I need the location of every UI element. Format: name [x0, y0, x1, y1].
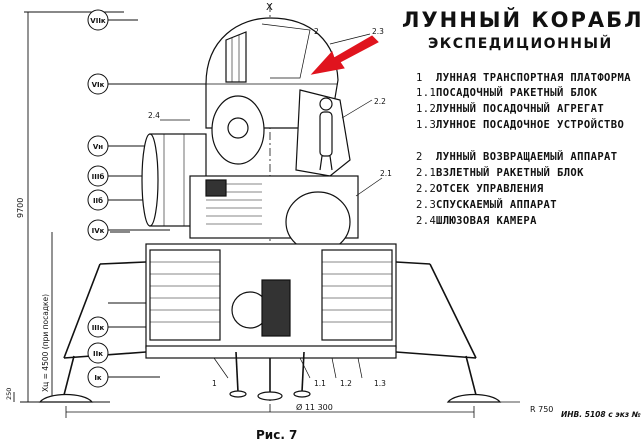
callout-leaders: [160, 33, 383, 379]
landing-pads: [38, 390, 502, 403]
inventory-number: ИНВ. 5108 с экз №: [561, 410, 641, 419]
callout-1-1: 1.1: [314, 379, 326, 388]
drawing-subtitle: ЭКСПЕДИЦИОННЫЙ: [428, 36, 613, 52]
callout-1: 1: [212, 379, 217, 388]
legend-item: 2.3СПУСКАЕМЫЙ АППАРАТ: [416, 199, 557, 211]
height-landing-label: Хц = 4500 (при посадке): [41, 294, 50, 392]
axis-label: X: [266, 2, 273, 13]
callout-1-2: 1.2: [340, 379, 352, 388]
section-marker: VIк: [92, 81, 105, 89]
callout-2-2: 2.2: [374, 97, 386, 106]
callout-2-1: 2.1: [380, 169, 392, 178]
legend-item: 1.1ПОСАДОЧНЫЙ РАКЕТНЫЙ БЛОК: [416, 87, 598, 99]
section-marker: Vн: [93, 143, 103, 151]
legend-item: 2.1ВЗЛЕТНЫЙ РАКЕТНЫЙ БЛОК: [416, 167, 584, 179]
section-marker-circles: [87, 9, 109, 388]
legend-item: 1.3ЛУННОЕ ПОСАДОЧНОЕ УСТРОЙСТВО: [416, 119, 625, 131]
legend-item: 2.2ОТСЕК УПРАВЛЕНИЯ: [416, 183, 544, 195]
base-dimension: [65, 401, 520, 418]
radius-label: R 750: [530, 405, 553, 414]
diameter-label: Ø 11 300: [296, 402, 333, 412]
section-marker: IIб: [93, 197, 103, 205]
drawing-title: ЛУННЫЙ КОРАБЛЬ: [402, 8, 641, 32]
figure-caption: Рис. 7: [256, 428, 298, 442]
section-marker: IIIк: [92, 324, 105, 332]
height-total-label: 9700: [16, 198, 25, 218]
section-marker: IIIб: [92, 173, 105, 181]
callout-2-4: 2.4: [148, 111, 160, 120]
legend-item: 2.4ШЛЮЗОВАЯ КАМЕРА: [416, 215, 537, 227]
callout-1-3: 1.3: [374, 379, 386, 388]
base-height-label: 250: [5, 388, 13, 400]
landing-platform: [145, 243, 397, 359]
section-marker: VIIк: [90, 17, 106, 25]
callout-2: 2: [314, 27, 319, 36]
section-marker: Iк: [94, 374, 102, 382]
section-marker: IVк: [92, 227, 105, 235]
ascent-rocket-block: [189, 175, 359, 253]
callout-2-3: 2.3: [372, 27, 384, 36]
landing-legs: [63, 261, 477, 396]
highlight-arrow: [310, 35, 379, 75]
legend-item: 1.2ЛУННЫЙ ПОСАДОЧНЫЙ АГРЕГАТ: [416, 103, 605, 115]
section-marker: IIк: [93, 350, 103, 358]
control-compartment: [295, 89, 351, 177]
